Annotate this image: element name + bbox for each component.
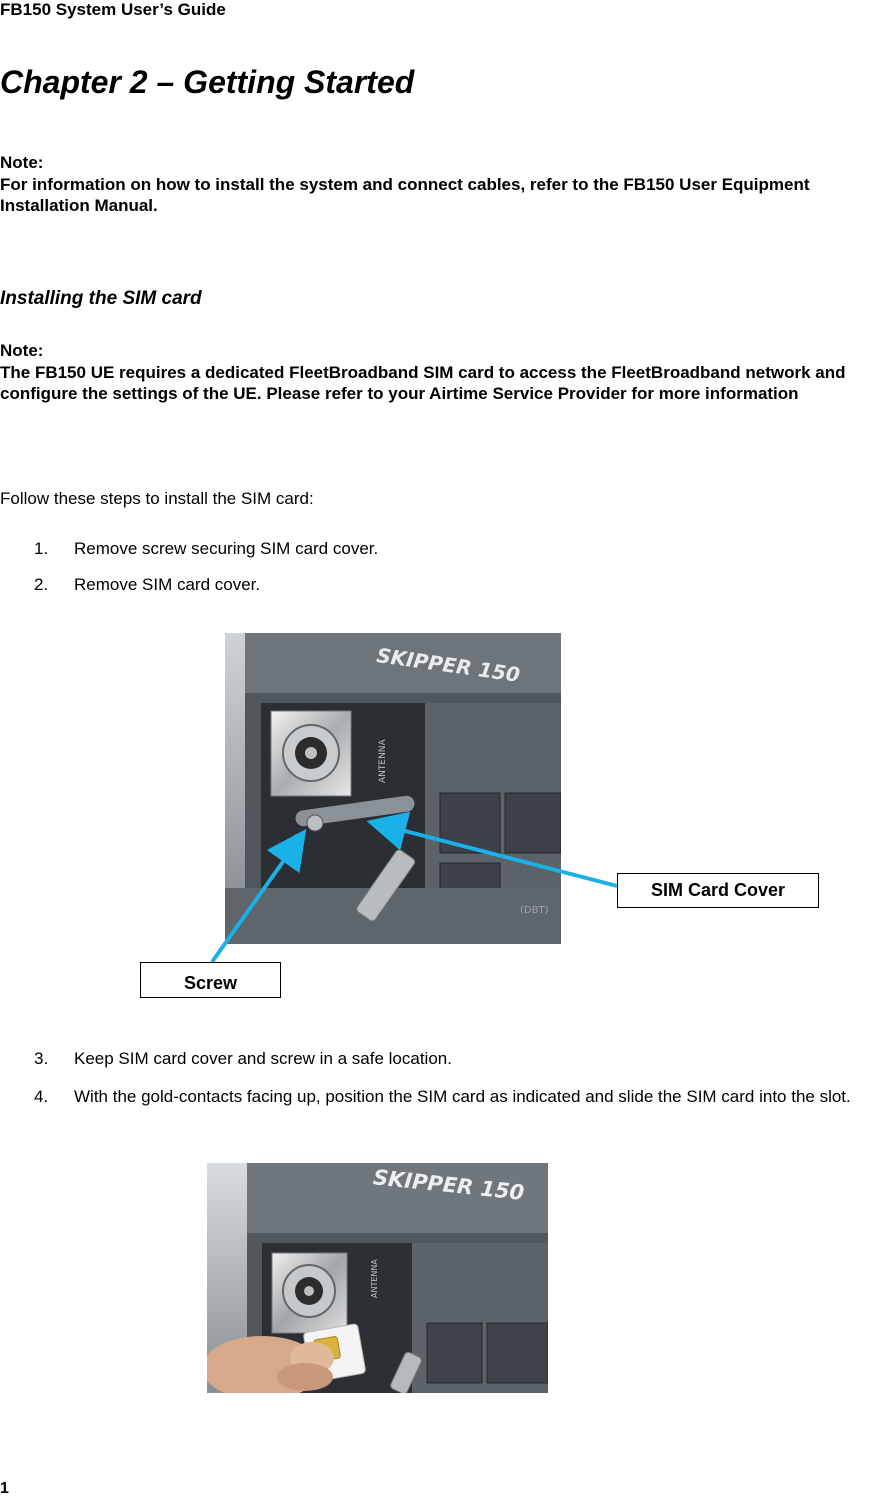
device-photo-sim-insert: SKIPPER 150 ANTENNA (207, 1163, 548, 1393)
sim-card-cover-callout: SIM Card Cover (617, 873, 819, 908)
device-photo-drawing: SKIPPER 150 ANTENNA (DBT) (225, 633, 561, 944)
step-text: Remove screw securing SIM card cover. (74, 539, 379, 558)
step-item: 2. Remove SIM card cover. (34, 573, 854, 597)
step-number: 1. (34, 539, 49, 558)
step-number: 2. (34, 575, 49, 594)
section-title: Installing the SIM card (0, 288, 202, 309)
note-text: The FB150 UE requires a dedicated FleetB… (0, 363, 846, 403)
step-text: Remove SIM card cover. (74, 575, 261, 594)
step-text: Keep SIM card cover and screw in a safe … (74, 1049, 452, 1068)
intro-text: Follow these steps to install the SIM ca… (0, 489, 314, 508)
note-label: Note: (0, 153, 44, 172)
step-number: 3. (34, 1049, 49, 1068)
step-number: 4. (34, 1087, 49, 1106)
screw-callout: Screw (140, 962, 281, 998)
step-item: 4. With the gold-contacts facing up, pos… (34, 1085, 883, 1133)
step-text: With the gold-contacts facing up, positi… (74, 1087, 851, 1106)
port-label: ANTENNA (378, 738, 388, 783)
note-label: Note: (0, 341, 44, 360)
small-label: (DBT) (520, 905, 549, 916)
note-text: For information on how to install the sy… (0, 175, 810, 215)
device-photo-drawing: SKIPPER 150 ANTENNA (207, 1163, 548, 1393)
chapter-title: Chapter 2 – Getting Started (0, 64, 415, 100)
page-number: 1 (0, 1480, 9, 1497)
step-item: 3. Keep SIM card cover and screw in a sa… (34, 1047, 854, 1071)
step-item: 1. Remove screw securing SIM card cover. (34, 537, 854, 561)
port-label: ANTENNA (370, 1259, 379, 1298)
device-photo-sim-cover: SKIPPER 150 ANTENNA (DBT) (225, 633, 561, 944)
document-header: FB150 System User’s Guide (0, 0, 226, 19)
